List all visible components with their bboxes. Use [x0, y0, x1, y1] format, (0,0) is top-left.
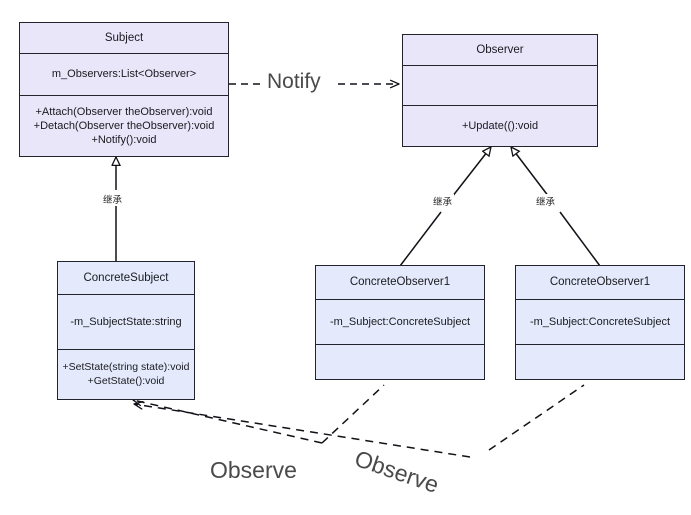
class-box-concrete-observer-2[interactable]: ConcreteObserver1 -m_Subject:ConcreteSub…	[515, 265, 685, 380]
edge-label-observe-1: Observe	[210, 457, 297, 483]
edge-label-notify: Notify	[262, 70, 326, 94]
edge-observe-2	[133, 384, 585, 458]
operation-update: +Update(():void	[461, 119, 539, 132]
edge-label-inherit-observer-2: 继承	[534, 194, 558, 208]
operation-notify: +Notify():void	[91, 134, 157, 147]
class-title-concrete-observer-2: ConcreteObserver1	[516, 266, 684, 299]
class-attributes-observer	[403, 65, 597, 105]
operation-attach: +Attach(Observer theObserver):void	[35, 105, 213, 118]
class-attributes-subject: m_Observers:List<Observer>	[20, 53, 228, 95]
class-box-concrete-subject[interactable]: ConcreteSubject -m_SubjectState:string +…	[57, 261, 195, 400]
class-attributes-concrete-observer-2: -m_Subject:ConcreteSubject	[516, 299, 684, 344]
class-operations-subject: +Attach(Observer theObserver):void +Deta…	[20, 95, 228, 156]
edge-inherit-observer-1	[399, 147, 491, 267]
class-operations-concrete-observer-2	[516, 344, 684, 379]
class-title-observer: Observer	[403, 35, 597, 65]
class-box-observer[interactable]: Observer +Update(():void	[402, 34, 598, 147]
class-box-concrete-observer-1[interactable]: ConcreteObserver1 -m_Subject:ConcreteSub…	[315, 265, 485, 380]
edge-observe-1	[132, 384, 385, 444]
class-attributes-concrete-subject: -m_SubjectState:string	[58, 294, 194, 349]
class-operations-concrete-observer-1	[316, 344, 484, 379]
class-attributes-concrete-observer-1: -m_Subject:ConcreteSubject	[316, 299, 484, 344]
class-operations-observer: +Update(():void	[403, 105, 597, 146]
class-box-subject[interactable]: Subject m_Observers:List<Observer> +Atta…	[19, 22, 229, 157]
operation-getstate: +GetState():void	[87, 374, 165, 387]
edge-inherit-observer-2	[511, 147, 601, 267]
class-title-concrete-subject: ConcreteSubject	[58, 262, 194, 294]
edge-label-inherit-observer-1: 继承	[431, 194, 455, 208]
class-operations-concrete-subject: +SetState(string state):void +GetState()…	[58, 349, 194, 399]
operation-detach: +Detach(Observer theObserver):void	[33, 119, 215, 132]
class-title-subject: Subject	[20, 23, 228, 53]
edge-label-inherit-subject: 继承	[101, 192, 125, 206]
operation-setstate: +SetState(string state):void	[62, 361, 190, 374]
class-title-concrete-observer-1: ConcreteObserver1	[316, 266, 484, 299]
